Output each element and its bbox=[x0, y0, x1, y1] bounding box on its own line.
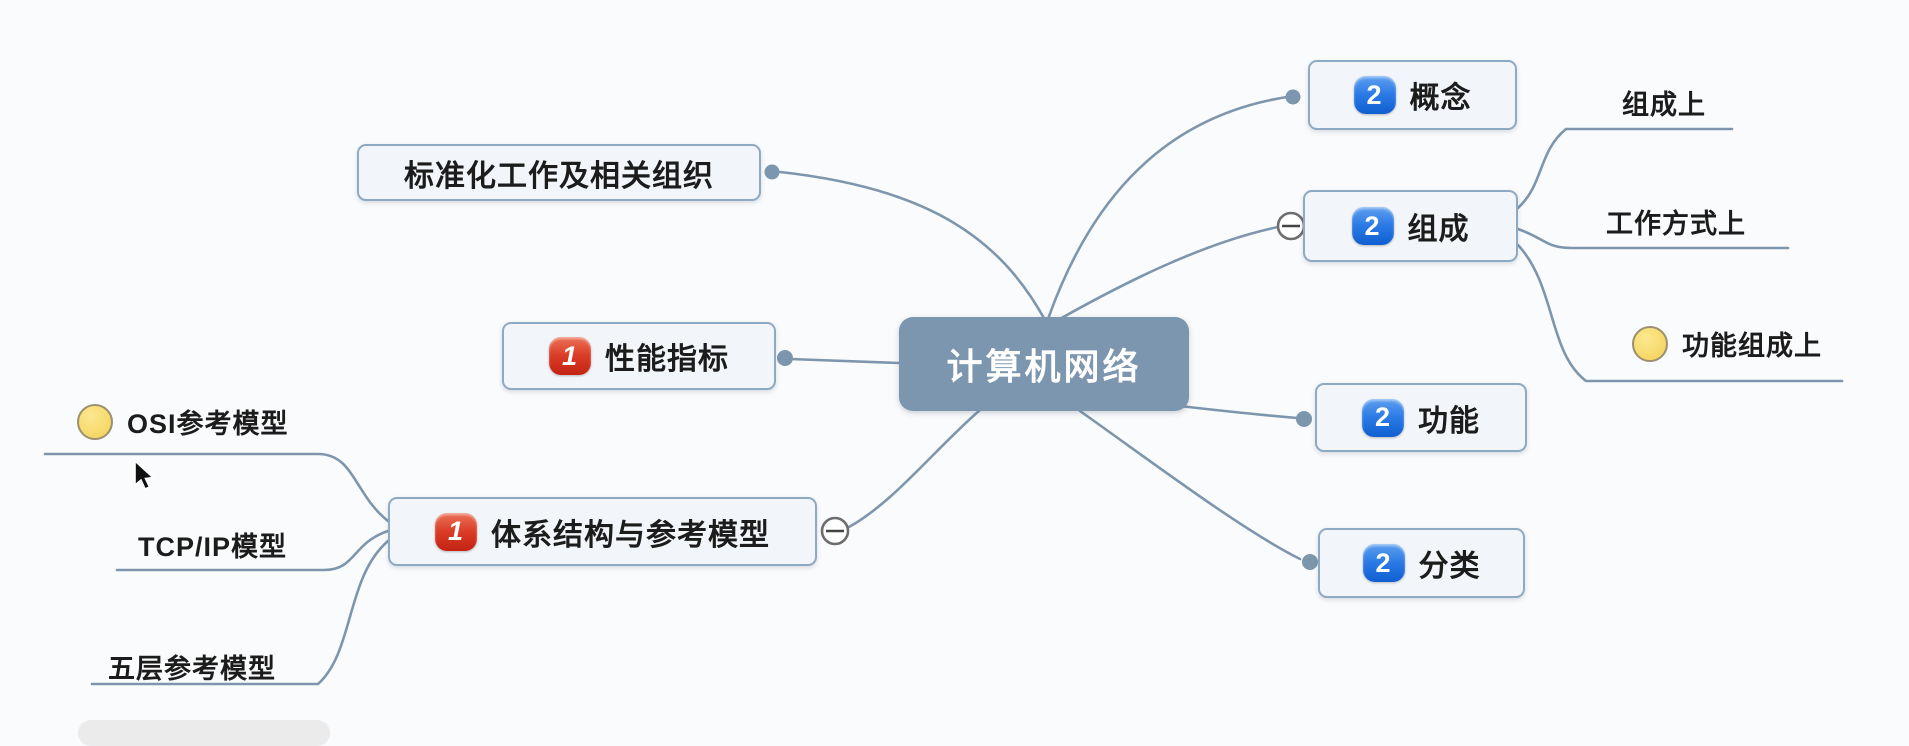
subtopic-tcpip-model[interactable]: TCP/IP模型 bbox=[138, 532, 288, 562]
subtopic-five-layer-model[interactable]: 五层参考模型 bbox=[108, 654, 276, 684]
root-topic-label: 计算机网络 bbox=[946, 346, 1142, 387]
yellow-circle-icon bbox=[77, 403, 113, 440]
topic-concept-label: 概念 bbox=[1409, 82, 1472, 115]
topic-function[interactable]: 2 功能 bbox=[1315, 383, 1527, 452]
connector-classification bbox=[1078, 409, 1302, 561]
branch-dot-performance bbox=[777, 350, 793, 366]
connector-concept bbox=[1046, 95, 1289, 321]
collapse-button-composition[interactable] bbox=[1276, 211, 1306, 241]
priority-1-icon: 1 bbox=[549, 337, 591, 375]
topic-architecture[interactable]: 1 体系结构与参考模型 bbox=[388, 497, 817, 566]
topic-performance[interactable]: 1 性能指标 bbox=[502, 322, 776, 390]
collapse-button-architecture[interactable] bbox=[820, 516, 850, 546]
branch-dot-function bbox=[1296, 411, 1312, 427]
branch-dot-concept bbox=[1285, 89, 1301, 105]
topic-classification-label: 分类 bbox=[1418, 550, 1481, 583]
priority-2-icon: 2 bbox=[1362, 398, 1404, 437]
subtopic-working-mode[interactable]: 工作方式上 bbox=[1606, 209, 1746, 239]
topic-function-label: 功能 bbox=[1418, 404, 1480, 438]
branch-dot-classification bbox=[1302, 554, 1318, 570]
connector-architecture bbox=[847, 408, 982, 529]
subtopic-osi-model-label: OSI参考模型 bbox=[127, 409, 289, 439]
topic-composition-label: 组成 bbox=[1407, 213, 1470, 246]
branch-dot-standardization bbox=[764, 164, 780, 180]
topic-concept[interactable]: 2 概念 bbox=[1308, 60, 1517, 130]
priority-2-icon: 2 bbox=[1362, 544, 1405, 582]
connector-composition bbox=[1056, 225, 1280, 322]
topic-classification[interactable]: 2 分类 bbox=[1318, 528, 1525, 598]
subtopic-functional-composition-label: 功能组成上 bbox=[1682, 331, 1822, 361]
topic-standardization[interactable]: 标准化工作及相关组织 bbox=[357, 144, 761, 201]
topic-architecture-label: 体系结构与参考模型 bbox=[491, 518, 770, 552]
topic-performance-label: 性能指标 bbox=[605, 343, 729, 376]
connector-standardization bbox=[778, 170, 1047, 322]
priority-2-icon: 2 bbox=[1351, 207, 1394, 245]
partial-bottom-shape bbox=[78, 720, 330, 746]
yellow-circle-icon bbox=[1632, 325, 1668, 362]
priority-2-icon: 2 bbox=[1353, 76, 1396, 114]
mouse-cursor-icon bbox=[134, 460, 155, 491]
root-topic[interactable]: 计算机网络 bbox=[899, 317, 1189, 411]
subtopic-composition-structural[interactable]: 组成上 bbox=[1622, 90, 1706, 120]
topic-standardization-label: 标准化工作及相关组织 bbox=[404, 159, 714, 193]
connector-composition-child-1 bbox=[1516, 127, 1734, 210]
priority-1-icon: 1 bbox=[435, 512, 477, 551]
subtopic-functional-composition[interactable]: 功能组成上 bbox=[1632, 324, 1822, 363]
connector-performance bbox=[788, 357, 901, 365]
topic-composition[interactable]: 2 组成 bbox=[1303, 190, 1518, 262]
connector-architecture-child-1 bbox=[43, 452, 390, 523]
subtopic-osi-model[interactable]: OSI参考模型 bbox=[77, 402, 289, 441]
